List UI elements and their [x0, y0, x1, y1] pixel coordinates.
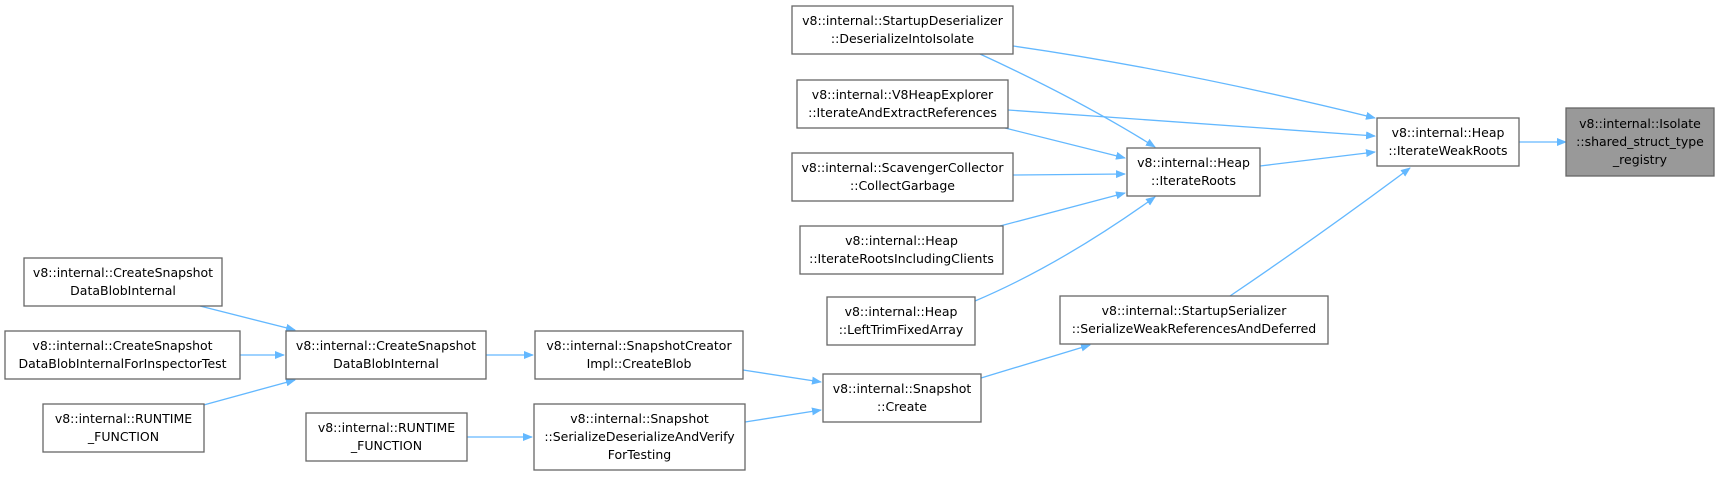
node-isolate[interactable]: v8::internal::Isolate::shared_struct_typ…: [1565, 107, 1715, 177]
node-box: [23, 257, 223, 307]
node-label-line: v8::internal::SnapshotCreator: [546, 338, 732, 353]
node-rt1[interactable]: v8::internal::RUNTIME_FUNCTION: [42, 403, 205, 453]
node-snc[interactable]: v8::internal::Snapshot::Create: [822, 373, 982, 423]
node-label-line: ::SerializeWeakReferencesAndDeferred: [1072, 321, 1316, 336]
edge-csdbi_t-to-csdbi_m: [199, 305, 296, 332]
edge-sd-to-iwr: [1012, 45, 1376, 120]
node-ltfa[interactable]: v8::internal::Heap::LeftTrimFixedArray: [826, 296, 976, 346]
node-iric[interactable]: v8::internal::Heap::IterateRootsIncludin…: [799, 225, 1004, 275]
node-label-line: ::IterateRoots: [1151, 173, 1236, 188]
node-label-line: v8::internal::RUNTIME: [318, 420, 455, 435]
node-box: [1565, 107, 1715, 177]
node-label-line: DataBlobInternal: [333, 356, 439, 371]
node-ss[interactable]: v8::internal::StartupSerializer::Seriali…: [1059, 295, 1329, 345]
node-label-line: v8::internal::Heap: [845, 233, 958, 248]
node-box: [1059, 295, 1329, 345]
node-label-line: v8::internal::CreateSnapshot: [32, 338, 212, 353]
node-label-line: DataBlobInternal: [70, 283, 176, 298]
node-label-line: _FUNCTION: [350, 438, 422, 453]
node-csdbi_i[interactable]: v8::internal::CreateSnapshotDataBlobInte…: [4, 330, 241, 380]
edge-sc-to-ir: [1012, 170, 1126, 179]
node-label-line: ::LeftTrimFixedArray: [839, 322, 964, 337]
node-box: [791, 5, 1014, 55]
edge-sd-to-ir: [979, 53, 1156, 148]
node-ir[interactable]: v8::internal::Heap::IterateRoots: [1126, 147, 1261, 197]
node-box: [4, 330, 241, 380]
edges-layer: [199, 45, 1567, 441]
node-label-line: ::IterateWeakRoots: [1388, 143, 1507, 158]
node-label-line: _registry: [1612, 152, 1668, 167]
node-box: [796, 79, 1009, 129]
edge-rt1-to-csdbi_m: [199, 378, 296, 407]
node-label-line: v8::internal::Heap: [1137, 155, 1250, 170]
node-box: [42, 403, 205, 453]
node-sd[interactable]: v8::internal::StartupDeserializer::Deser…: [791, 5, 1014, 55]
nodes-layer: v8::internal::Isolate::shared_struct_typ…: [4, 5, 1715, 471]
node-box: [826, 296, 976, 346]
node-box: [285, 330, 487, 380]
edge-iric-to-ir: [999, 191, 1126, 227]
edge-hex-to-ir: [1004, 127, 1126, 160]
edge-snc-to-ss: [980, 343, 1091, 379]
node-label-line: v8::internal::ScavengerCollector: [802, 160, 1005, 175]
node-csdbi_m[interactable]: v8::internal::CreateSnapshotDataBlobInte…: [285, 330, 487, 380]
node-label-line: ::IterateAndExtractReferences: [808, 105, 997, 120]
node-label-line: ::Create: [877, 399, 927, 414]
node-sdv[interactable]: v8::internal::Snapshot::SerializeDeseria…: [533, 403, 746, 471]
node-box: [1376, 117, 1520, 167]
node-box: [791, 152, 1014, 202]
node-box: [533, 403, 746, 471]
node-label-line: v8::internal::CreateSnapshot: [33, 265, 213, 280]
node-label-line: ::shared_struct_type: [1576, 134, 1704, 149]
edge-sci-to-snc: [742, 369, 822, 385]
node-sci[interactable]: v8::internal::SnapshotCreatorImpl::Creat…: [534, 330, 744, 380]
node-label-line: v8::internal::StartupDeserializer: [802, 13, 1004, 28]
node-label-line: v8::internal::Snapshot: [570, 411, 709, 426]
node-box: [1126, 147, 1261, 197]
node-label-line: v8::internal::V8HeapExplorer: [812, 87, 994, 102]
node-csdbi_t[interactable]: v8::internal::CreateSnapshotDataBlobInte…: [23, 257, 223, 307]
edge-sdv-to-snc: [744, 407, 822, 423]
node-rt2[interactable]: v8::internal::RUNTIME_FUNCTION: [305, 412, 468, 462]
node-label-line: ::CollectGarbage: [850, 178, 955, 193]
node-label-line: v8::internal::Isolate: [1579, 116, 1701, 131]
edge-ss-to-iwr: [1229, 167, 1411, 297]
node-label-line: v8::internal::Heap: [845, 304, 958, 319]
edge-ir-to-iwr: [1259, 149, 1376, 167]
node-label-line: v8::internal::StartupSerializer: [1102, 303, 1288, 318]
node-sc[interactable]: v8::internal::ScavengerCollector::Collec…: [791, 152, 1014, 202]
node-box: [799, 225, 1004, 275]
node-label-line: ::IterateRootsIncludingClients: [809, 251, 994, 266]
node-box: [822, 373, 982, 423]
node-label-line: ::DeserializeIntoIsolate: [831, 31, 974, 46]
node-label-line: _FUNCTION: [87, 429, 159, 444]
edge-hex-to-iwr: [1007, 109, 1376, 140]
node-hex[interactable]: v8::internal::V8HeapExplorer::IterateAnd…: [796, 79, 1009, 129]
node-label-line: Impl::CreateBlob: [587, 356, 692, 371]
node-box: [534, 330, 744, 380]
node-label-line: v8::internal::RUNTIME: [55, 411, 192, 426]
node-box: [305, 412, 468, 462]
node-label-line: ForTesting: [608, 447, 671, 462]
node-label-line: v8::internal::Snapshot: [833, 381, 972, 396]
edge-ltfa-to-ir: [974, 196, 1156, 302]
node-label-line: DataBlobInternalForInspectorTest: [18, 356, 226, 371]
node-label-line: v8::internal::Heap: [1392, 125, 1505, 140]
node-label-line: v8::internal::CreateSnapshot: [296, 338, 476, 353]
node-iwr[interactable]: v8::internal::Heap::IterateWeakRoots: [1376, 117, 1520, 167]
node-label-line: ::SerializeDeserializeAndVerify: [544, 429, 735, 444]
